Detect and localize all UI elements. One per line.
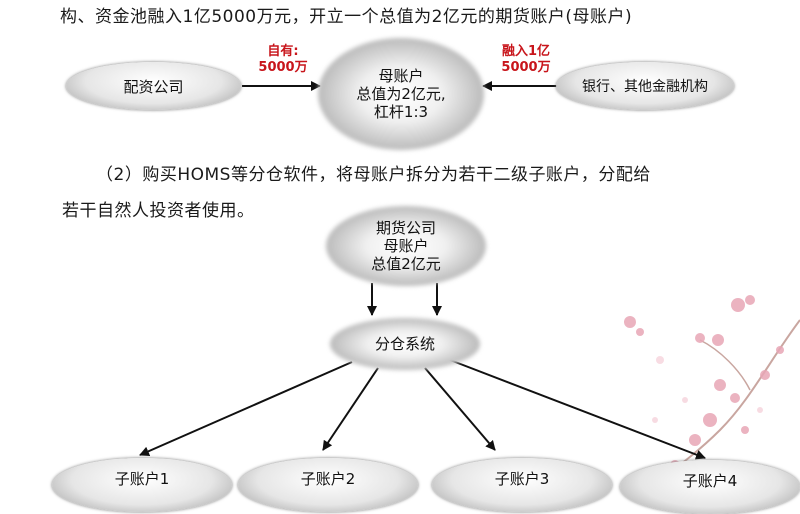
node-sub-account-1: 子账户1 bbox=[52, 458, 232, 512]
label-borrowed-funds: 融入1亿 5000万 bbox=[492, 44, 560, 77]
arrow-to-child-3 bbox=[424, 367, 496, 451]
label-own-funds-line-1: 自有: bbox=[267, 44, 299, 59]
split-system-label: 分仓系统 bbox=[374, 335, 435, 353]
arrow-to-child-1 bbox=[139, 361, 353, 456]
node-funding-company-label: 配资公司 bbox=[123, 77, 184, 96]
futures-company-line-3: 总值2亿元 bbox=[371, 255, 441, 273]
sub-account-4-label: 子账户4 bbox=[682, 471, 738, 490]
diagram-arrows bbox=[139, 81, 706, 460]
arrow-to-child-4 bbox=[449, 359, 706, 460]
paragraph-line-1: （2）购买HOMS等分仓软件，将母账户拆分为若干二级子账户，分配给 bbox=[96, 165, 651, 185]
node-futures-company: 期货公司 母账户 总值2亿元 bbox=[326, 206, 486, 286]
node-split-system: 分仓系统 bbox=[330, 318, 480, 370]
node-sub-account-3: 子账户3 bbox=[432, 458, 612, 512]
label-own-funds-line-2: 5000万 bbox=[258, 60, 308, 76]
sub-account-1-label: 子账户1 bbox=[114, 469, 170, 488]
label-borrowed-funds-line-2: 5000万 bbox=[501, 60, 551, 76]
label-own-funds: 自有: 5000万 bbox=[252, 44, 314, 77]
node-banks-institutions-label: 银行、其他金融机构 bbox=[582, 79, 708, 95]
parent-account-line-2: 总值为2亿元, bbox=[356, 85, 446, 103]
parent-account-line-3: 杠杆1:3 bbox=[373, 103, 429, 121]
label-borrowed-funds-line-1: 融入1亿 bbox=[501, 44, 551, 59]
sub-account-3-label: 子账户3 bbox=[494, 469, 550, 488]
futures-company-line-1: 期货公司 bbox=[375, 219, 436, 237]
node-banks-institutions: 银行、其他金融机构 bbox=[556, 62, 734, 110]
sub-account-2-label: 子账户2 bbox=[300, 469, 356, 488]
node-sub-account-2: 子账户2 bbox=[238, 458, 418, 512]
node-funding-company: 配资公司 bbox=[66, 62, 241, 110]
parent-account-line-1: 母账户 bbox=[378, 67, 424, 85]
node-parent-account: 母账户 总值为2亿元, 杠杆1:3 bbox=[318, 38, 484, 150]
intro-text-line: 构、资金池融入1亿5000万元，开立一个总值为2亿元的期货账户(母账户) bbox=[60, 7, 633, 27]
paragraph-line-2: 若干自然人投资者使用。 bbox=[62, 201, 255, 221]
futures-company-line-2: 母账户 bbox=[383, 237, 429, 255]
node-sub-account-4: 子账户4 bbox=[620, 460, 800, 514]
arrow-to-child-2 bbox=[322, 367, 379, 451]
